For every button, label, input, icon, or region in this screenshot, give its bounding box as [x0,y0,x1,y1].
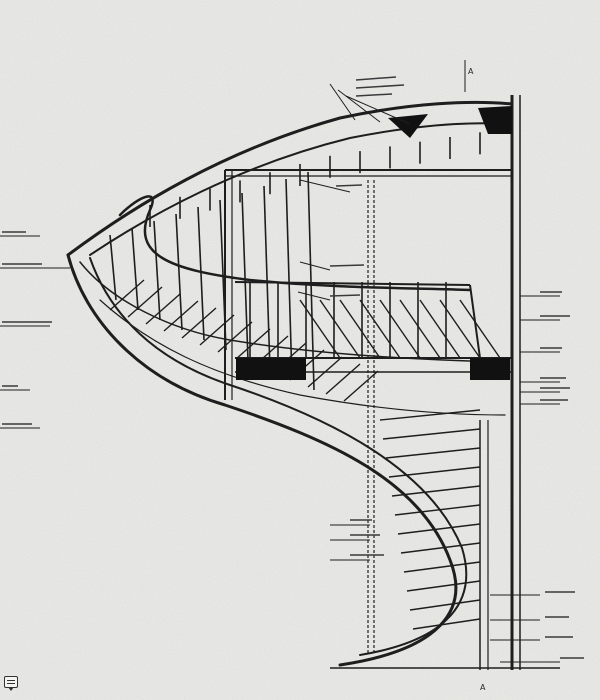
seating-rake [319,299,361,359]
slab-fill-right [470,358,510,380]
brace-fan [406,580,481,592]
bowl-rib [175,213,183,331]
brace-upper [127,286,163,318]
brace-upper [199,314,235,346]
brace-upper [307,356,343,388]
bowl-rib [307,171,315,391]
brace-fan [403,561,481,573]
comment-icon[interactable] [4,676,18,691]
section-marker-top: A [468,67,474,76]
seating-rake [359,299,401,359]
bowl-rib [263,185,271,371]
bowl-rib [219,199,227,351]
brace-upper [163,300,199,332]
brace-upper [235,328,271,360]
seating-rake [299,299,341,359]
brace-fan [394,504,481,516]
section-marker-bottom: A [480,683,486,692]
brace-fan [391,485,481,497]
bowl-rib [153,220,161,321]
brace-upper [109,279,145,311]
seating-rake [419,299,461,359]
seating-rake [439,299,481,359]
bowl-rib [109,234,117,301]
seating-rake [379,299,421,359]
brace-fan [388,466,481,478]
bowl-rib [241,192,249,361]
brace-upper [181,307,217,339]
roof-truss-fill-right [478,106,512,134]
brace-upper [343,370,379,402]
brace-fan [400,542,481,554]
seating-rake [399,299,441,359]
seating-rake [339,299,381,359]
brace-fan [385,447,481,459]
brace-fan [379,409,481,421]
brace-upper [145,293,181,325]
brace-fan [412,618,481,630]
illegible-annotations [2,76,584,659]
brace-fan [382,428,481,440]
brace-upper [217,321,253,353]
brace-upper [325,363,361,395]
shell-ribs [109,132,481,391]
brace-fan [397,523,481,535]
roof-truss-fill-left [388,114,428,138]
slab-fill-left [236,358,306,380]
diagonal-bracing [109,279,501,630]
brace-fan [409,599,481,611]
structural-frame [224,95,560,670]
bowl-rib [131,227,139,311]
bowl-rib [285,178,293,381]
bowl-rib [197,206,205,341]
solid-sections [236,106,512,380]
leader-lines [0,60,560,663]
seating-rake [459,299,501,359]
